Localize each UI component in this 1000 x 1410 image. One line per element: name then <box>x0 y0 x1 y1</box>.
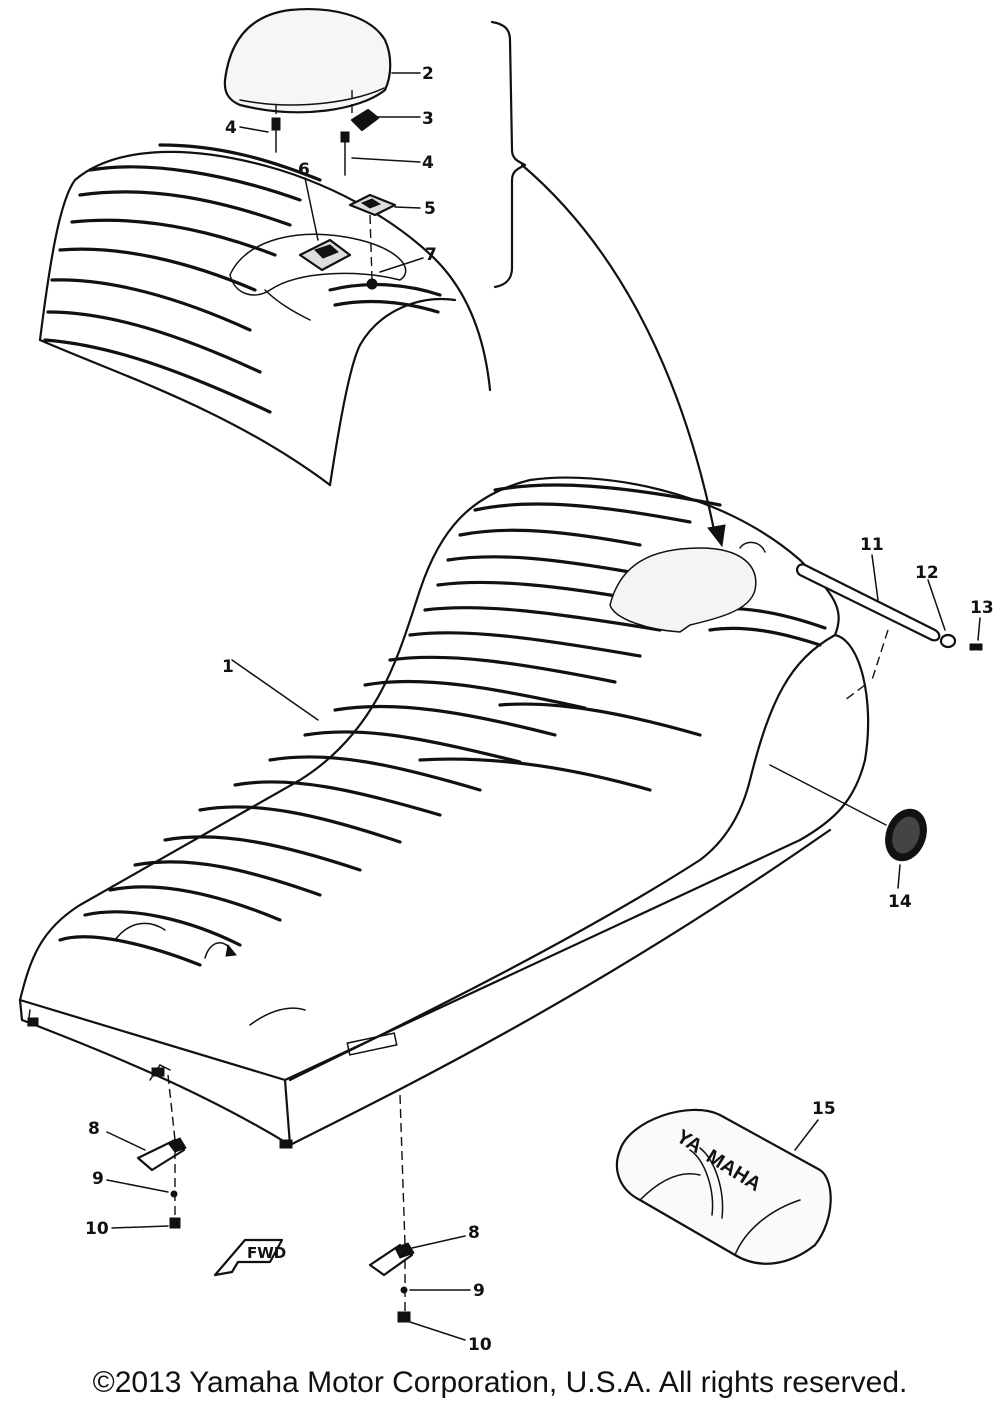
callout-14: 14 <box>888 892 912 912</box>
callout-5: 5 <box>424 199 436 219</box>
fwd-label: FWD <box>247 1244 286 1262</box>
callout-9b: 9 <box>473 1281 485 1301</box>
detail-inset-seat-hump <box>38 8 527 487</box>
callout-4b: 4 <box>422 153 434 173</box>
leader-lines <box>106 72 981 1341</box>
callout-11: 11 <box>860 535 884 555</box>
part-emblem-14 <box>769 764 927 862</box>
callout-12: 12 <box>915 563 939 583</box>
callout-6: 6 <box>298 160 310 180</box>
part-tool-bag-15: YA MAHA <box>615 1108 832 1265</box>
copyright-notice: ©2013 Yamaha Motor Corporation, U.S.A. A… <box>92 1366 908 1399</box>
callout-15: 15 <box>812 1099 836 1119</box>
callout-9a: 9 <box>92 1169 104 1189</box>
inset-pointer-arrow <box>520 163 717 537</box>
part-clip-8a-washer-9a-bolt-10a <box>136 1074 187 1229</box>
part-rod-11-washer-12-screw-13 <box>796 563 983 701</box>
callout-8b: 8 <box>468 1223 480 1243</box>
callout-10a: 10 <box>85 1219 109 1239</box>
callout-2: 2 <box>422 64 434 84</box>
callout-13: 13 <box>970 598 994 618</box>
part-clip-8b-washer-9b-bolt-10b <box>368 1094 415 1323</box>
main-seat <box>18 476 870 1149</box>
callout-8a: 8 <box>88 1119 100 1139</box>
callout-10b: 10 <box>468 1335 492 1355</box>
callout-1: 1 <box>222 657 234 677</box>
fwd-direction-marker: FWD <box>213 1238 286 1277</box>
callout-numbers: 1 2 3 4 4 5 6 7 8 8 9 9 10 10 11 12 13 1… <box>85 64 994 1355</box>
callout-7: 7 <box>425 245 437 265</box>
arrowhead-icon <box>707 524 726 548</box>
callout-4a: 4 <box>225 118 237 138</box>
callout-3: 3 <box>422 109 434 129</box>
